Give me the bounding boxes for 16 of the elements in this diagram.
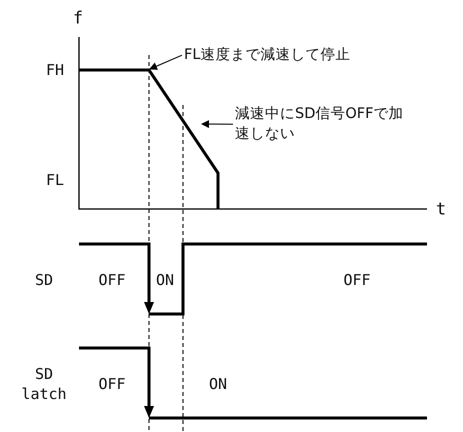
- axis-label: FH: [46, 60, 64, 80]
- annotation-text: FL速度まで減速して停止: [184, 45, 384, 66]
- axis-label: ON: [208, 374, 228, 394]
- frequency-curve: [79, 68, 220, 209]
- axis-label: SD: [34, 270, 54, 290]
- axis-label: t: [436, 198, 446, 222]
- axis-label: SD latch: [20, 364, 68, 404]
- axis-label: OFF: [98, 374, 126, 394]
- axis-label: OFF: [343, 270, 371, 290]
- axis-label: OFF: [98, 270, 126, 290]
- leader-line: [149, 54, 182, 70]
- axis-label: ON: [156, 270, 174, 290]
- axis-label: f: [72, 8, 84, 30]
- annotation-text: 減速中にSD信号OFFで加速しない: [235, 104, 410, 145]
- arrow: [201, 120, 234, 128]
- axis-label: FL: [46, 170, 64, 190]
